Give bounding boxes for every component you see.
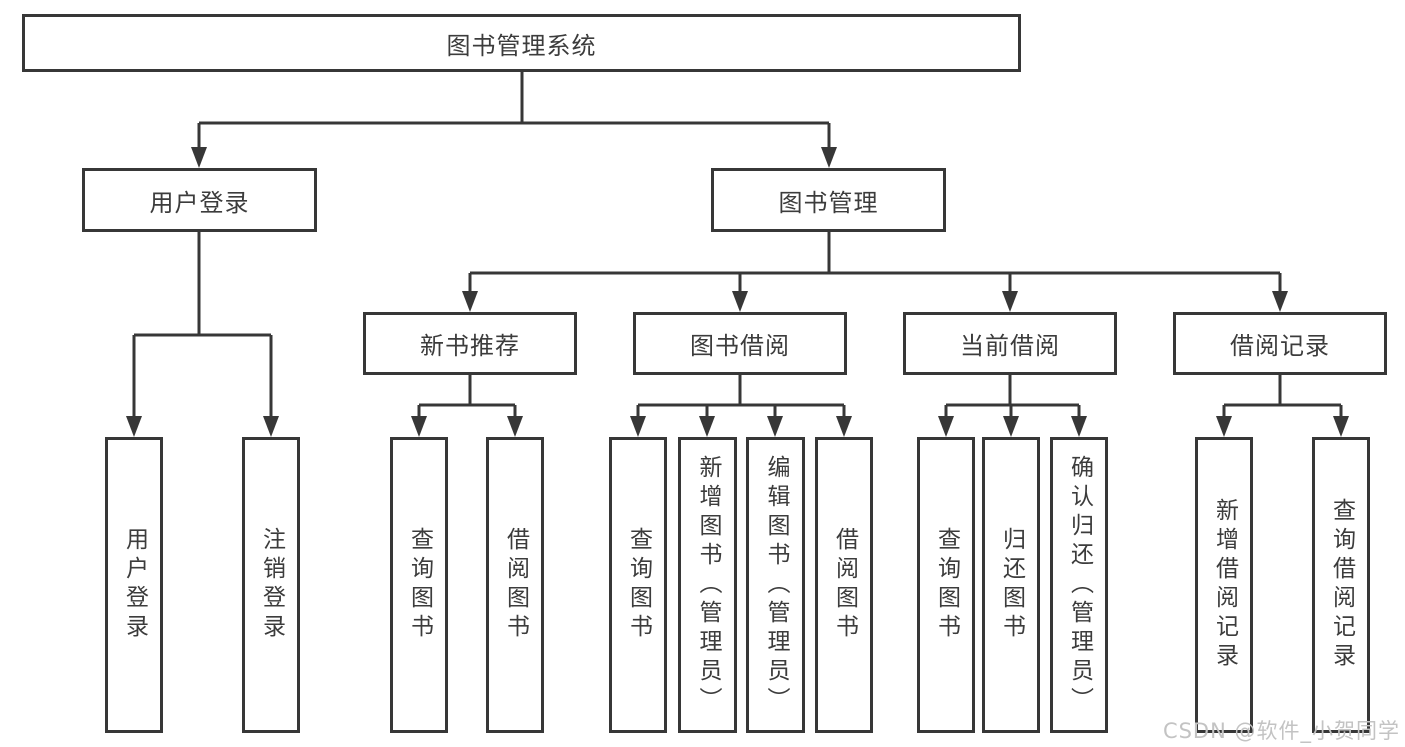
leaf-add-books-admin: 新增图书（管理员） <box>678 437 737 733</box>
node-book-borrowing: 图书借阅 <box>633 312 847 375</box>
leaf-label: 新增借阅记录 <box>1211 498 1238 672</box>
leaf-borrow-books-recommend: 借阅图书 <box>486 437 544 733</box>
connector-segments <box>134 72 1341 407</box>
node-library-management-system: 图书管理系统 <box>22 14 1021 72</box>
leaf-query-borrow-record: 查询借阅记录 <box>1312 437 1370 733</box>
node-user-login: 用户登录 <box>82 168 317 232</box>
leaf-query-books-current: 查询图书 <box>917 437 975 733</box>
leaf-borrow-books-borrowing: 借阅图书 <box>815 437 873 733</box>
leaf-label: 确认归还（管理员） <box>1066 454 1093 716</box>
watermark: CSDN @软件_小贺同学 <box>1162 719 1400 743</box>
node-borrowing-records: 借阅记录 <box>1173 312 1387 375</box>
leaf-label: 新增图书（管理员） <box>695 454 721 716</box>
leaf-label: 查询借阅记录 <box>1328 498 1355 672</box>
leaf-label: 借阅图书 <box>831 527 858 643</box>
node-new-book-recommendation: 新书推荐 <box>363 312 577 375</box>
arrow-shafts <box>132 123 1343 421</box>
leaf-label: 查询图书 <box>625 527 652 643</box>
leaf-edit-books-admin: 编辑图书（管理员） <box>746 437 805 733</box>
leaf-label: 注销登录 <box>258 527 285 643</box>
leaf-label: 编辑图书（管理员） <box>763 454 789 716</box>
arrowheads <box>126 147 1349 437</box>
leaf-confirm-return-admin: 确认归还（管理员） <box>1050 437 1108 733</box>
leaf-return-books: 归还图书 <box>982 437 1040 733</box>
leaf-query-books-borrowing: 查询图书 <box>609 437 667 733</box>
leaf-logout: 注销登录 <box>242 437 300 733</box>
leaf-label: 查询图书 <box>406 527 433 643</box>
leaf-query-books-recommend: 查询图书 <box>390 437 448 733</box>
leaf-add-borrow-record: 新增借阅记录 <box>1195 437 1253 733</box>
leaf-label: 归还图书 <box>998 527 1025 643</box>
node-current-borrowing: 当前借阅 <box>903 312 1117 375</box>
leaf-label: 用户登录 <box>121 527 148 643</box>
node-book-management: 图书管理 <box>711 168 946 232</box>
leaf-label: 查询图书 <box>933 527 960 643</box>
leaf-user-login: 用户登录 <box>105 437 163 733</box>
leaf-label: 借阅图书 <box>502 527 529 643</box>
